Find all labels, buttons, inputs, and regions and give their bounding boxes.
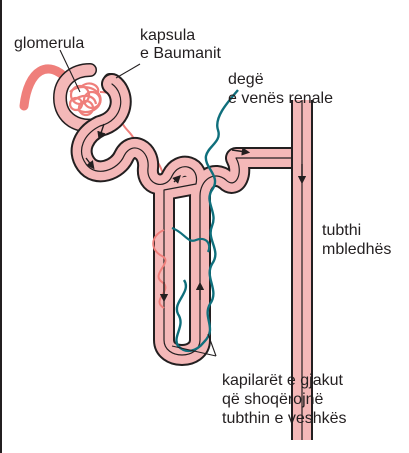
label-capillaries-line3: tubthin e veshkës <box>222 409 347 428</box>
glomerulus <box>70 84 101 115</box>
label-capillaries-line2: që shoqërojnë <box>222 390 323 409</box>
label-duct-line2: mbledhës <box>322 240 391 259</box>
label-vein-line2: e venës renale <box>228 89 333 108</box>
label-capillaries-line1: kapilarët e gjakut <box>222 371 343 390</box>
label-glomerulus: glomerula <box>14 34 84 53</box>
renal-tubule <box>82 84 300 355</box>
label-duct-line1: tubthi <box>322 221 361 240</box>
label-capsule-line2: e Baumanit <box>140 44 221 63</box>
label-capsule-line1: kapsula <box>140 26 195 45</box>
label-vein-line1: degë <box>228 70 264 89</box>
